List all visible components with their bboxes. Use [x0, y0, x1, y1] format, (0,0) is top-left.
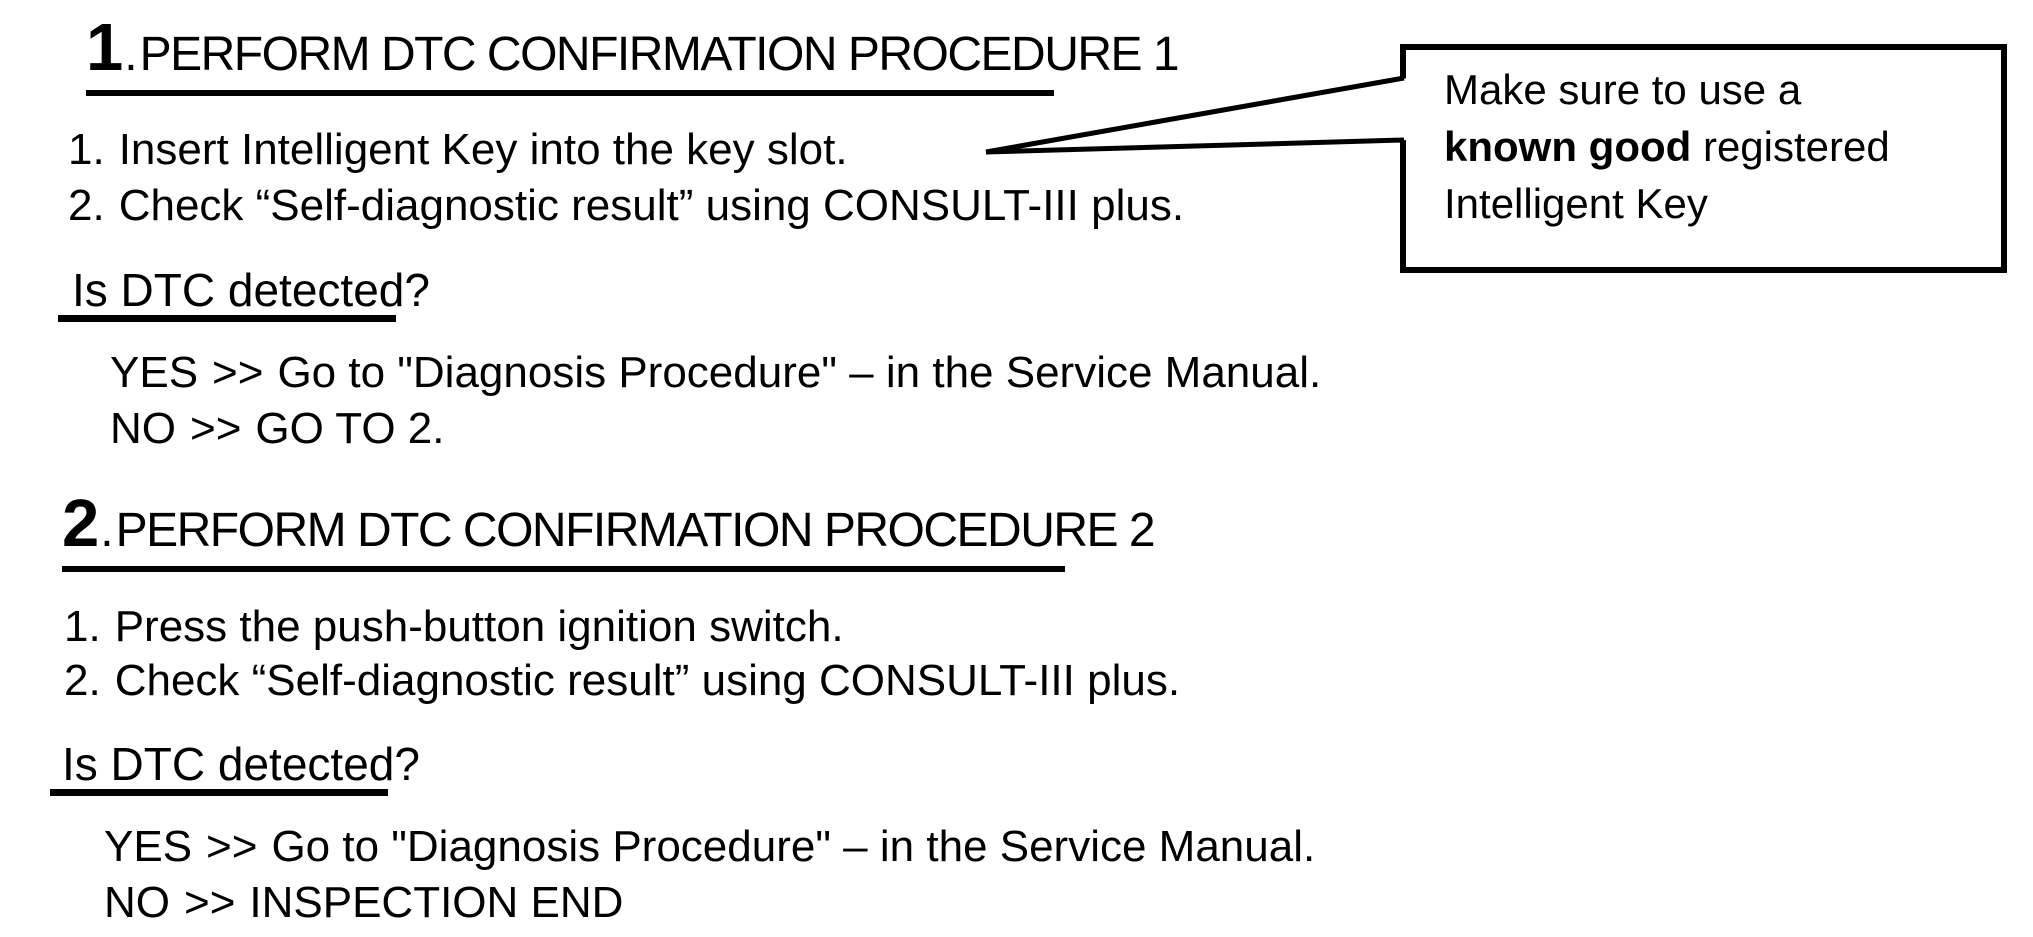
step-text: Check “Self-diagnostic result” using CON… [114, 656, 1181, 705]
answer-item: YES >> Go to "Diagnosis Procedure" – in th… [110, 348, 1322, 397]
callout-line-rest: registered [1691, 123, 1890, 170]
answer-text: GO TO 2. [255, 404, 445, 453]
answer-separator: >> [184, 878, 236, 927]
question-text: Is DTC detected? [62, 738, 420, 790]
callout-bold-text: known good [1444, 123, 1692, 170]
heading-number: 1 [86, 10, 123, 85]
question-underline [50, 789, 388, 796]
answer-item: NO >> INSPECTION END [104, 878, 624, 927]
answer-item: YES >> Go to "Diagnosis Procedure" – in th… [104, 822, 1316, 871]
step-number: 1. [64, 602, 101, 651]
answer-text: INSPECTION END [249, 878, 624, 927]
callout-note: Make sure to use a known good registered… [1400, 47, 2007, 270]
answer-label: YES [104, 822, 193, 871]
leader-line-lower [985, 137, 1405, 155]
heading-title: PERFORM DTC CONFIRMATION PROCEDURE 2 [115, 504, 1156, 557]
heading-title: PERFORM DTC CONFIRMATION PROCEDURE 1 [139, 28, 1180, 81]
answer-label: NO [104, 878, 170, 927]
section-2-heading: 2.PERFORM DTC CONFIRMATION PROCEDURE 2 [62, 486, 1156, 561]
callout-line: known good registered [1444, 118, 1997, 175]
step-text: Check “Self-diagnostic result” using CON… [118, 181, 1185, 230]
question-underline [58, 315, 396, 322]
step-text: Press the push-button ignition switch. [114, 602, 844, 651]
step-item: 2. Check “Self-diagnostic result” using C… [64, 656, 1181, 705]
answer-text: Go to "Diagnosis Procedure" – in the Ser… [277, 348, 1322, 397]
callout-line: Intelligent Key [1444, 180, 1708, 227]
step-number: 1. [68, 125, 105, 174]
step-number: 2. [64, 656, 101, 705]
heading-dot: . [100, 504, 114, 557]
section-2-heading-underline [62, 566, 1065, 572]
step-item: 1. Press the push-button ignition switch. [64, 602, 844, 651]
answer-item: NO >> GO TO 2. [110, 404, 445, 453]
heading-number: 2 [62, 486, 99, 561]
step-number: 2. [68, 181, 105, 230]
step-text: Insert Intelligent Key into the key slot… [118, 125, 848, 174]
answer-separator: >> [206, 822, 258, 871]
answer-text: Go to "Diagnosis Procedure" – in the Ser… [271, 822, 1316, 871]
callout-line: Make sure to use a [1444, 66, 1802, 113]
answer-separator: >> [190, 404, 242, 453]
answer-separator: >> [212, 348, 264, 397]
heading-dot: . [124, 28, 138, 81]
section-1-heading: 1.PERFORM DTC CONFIRMATION PROCEDURE 1 [86, 10, 1180, 85]
answer-label: YES [110, 348, 199, 397]
step-item: 1. Insert Intelligent Key into the key sl… [68, 125, 848, 174]
section-1-heading-underline [86, 90, 1054, 96]
step-item: 2. Check “Self-diagnostic result” using C… [68, 181, 1185, 230]
answer-label: NO [110, 404, 176, 453]
question-text: Is DTC detected? [72, 264, 430, 316]
